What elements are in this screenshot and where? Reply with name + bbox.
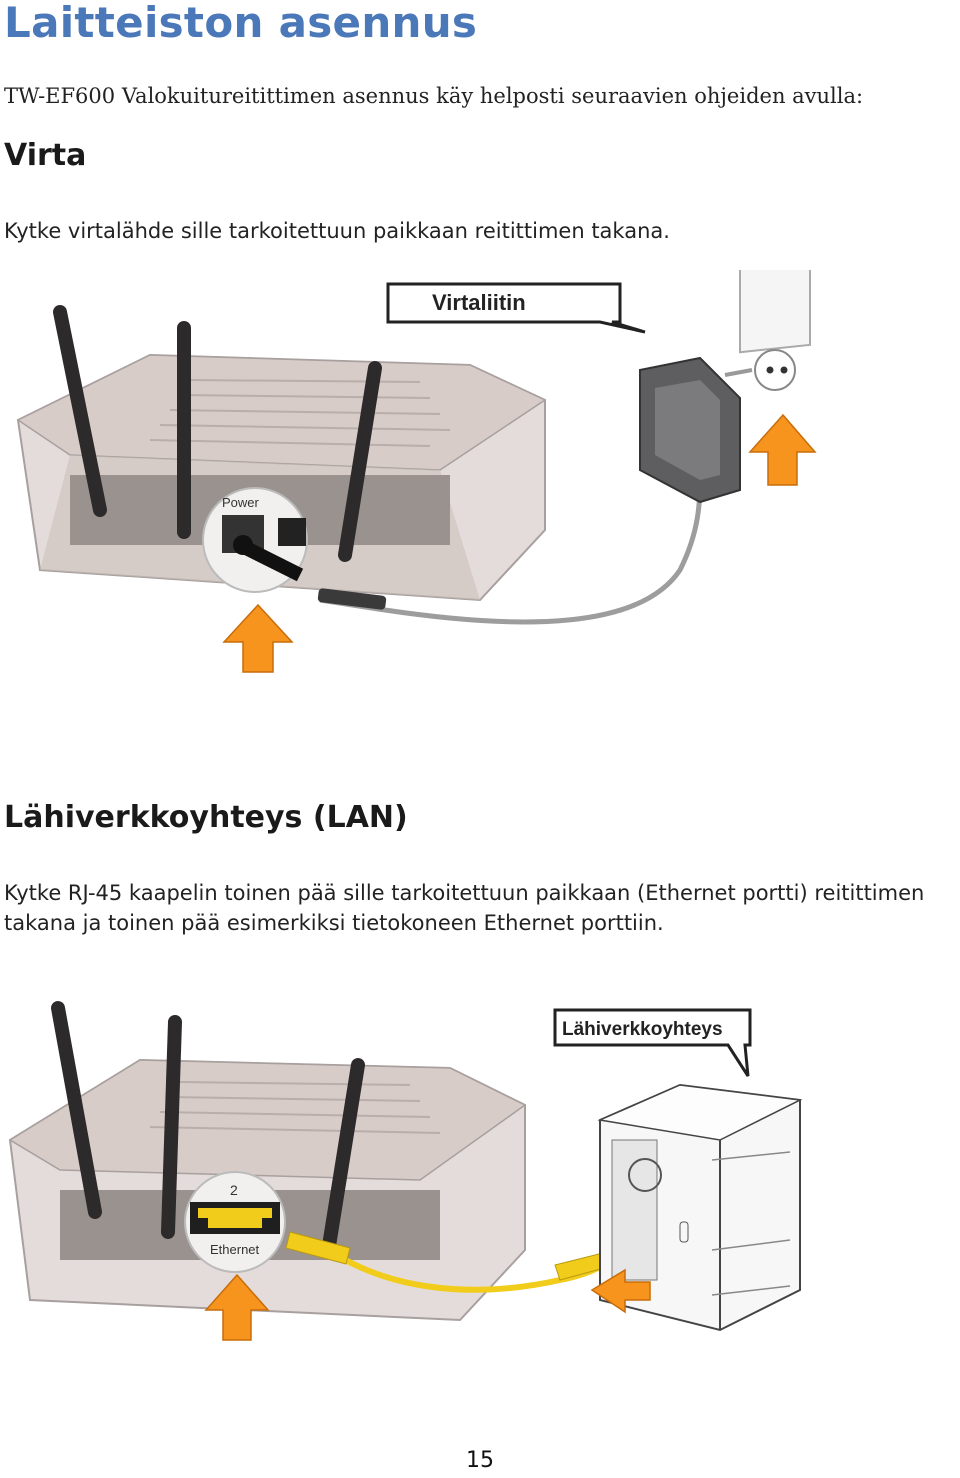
ethernet-port-label: Ethernet <box>210 1242 260 1257</box>
arrow-left-icon <box>590 1268 651 1314</box>
lan-illustration: 2 Ethernet Lähiverkkoyhteys <box>8 1001 803 1341</box>
section-heading-lan: Lähiverkkoyhteys (LAN) <box>4 800 408 835</box>
ethernet-port-number: 2 <box>230 1182 238 1198</box>
lan-instruction-line1: Kytke RJ-45 kaapelin toinen pää sille ta… <box>4 881 925 905</box>
power-port-label: Power <box>222 495 260 510</box>
power-callout: Virtaliitin <box>432 290 526 315</box>
power-illustration: Power Virtaliitin <box>16 270 817 673</box>
lan-instruction-line2: takana ja toinen pää esimerkiksi tietoko… <box>4 911 664 935</box>
page-title: Laitteiston asennus <box>4 0 478 47</box>
page-number: 15 <box>466 1448 494 1473</box>
lan-callout: Lähiverkkoyhteys <box>562 1019 723 1040</box>
intro-text: TW-EF600 Valokuitureitittimen asennus kä… <box>4 84 864 108</box>
arrow-up-icon <box>222 603 294 673</box>
power-instruction: Kytke virtalähde sille tarkoitettuun pai… <box>4 219 670 243</box>
arrow-up-icon <box>748 413 817 486</box>
section-heading-power: Virta <box>4 138 87 173</box>
arrow-up-icon <box>204 1273 270 1341</box>
